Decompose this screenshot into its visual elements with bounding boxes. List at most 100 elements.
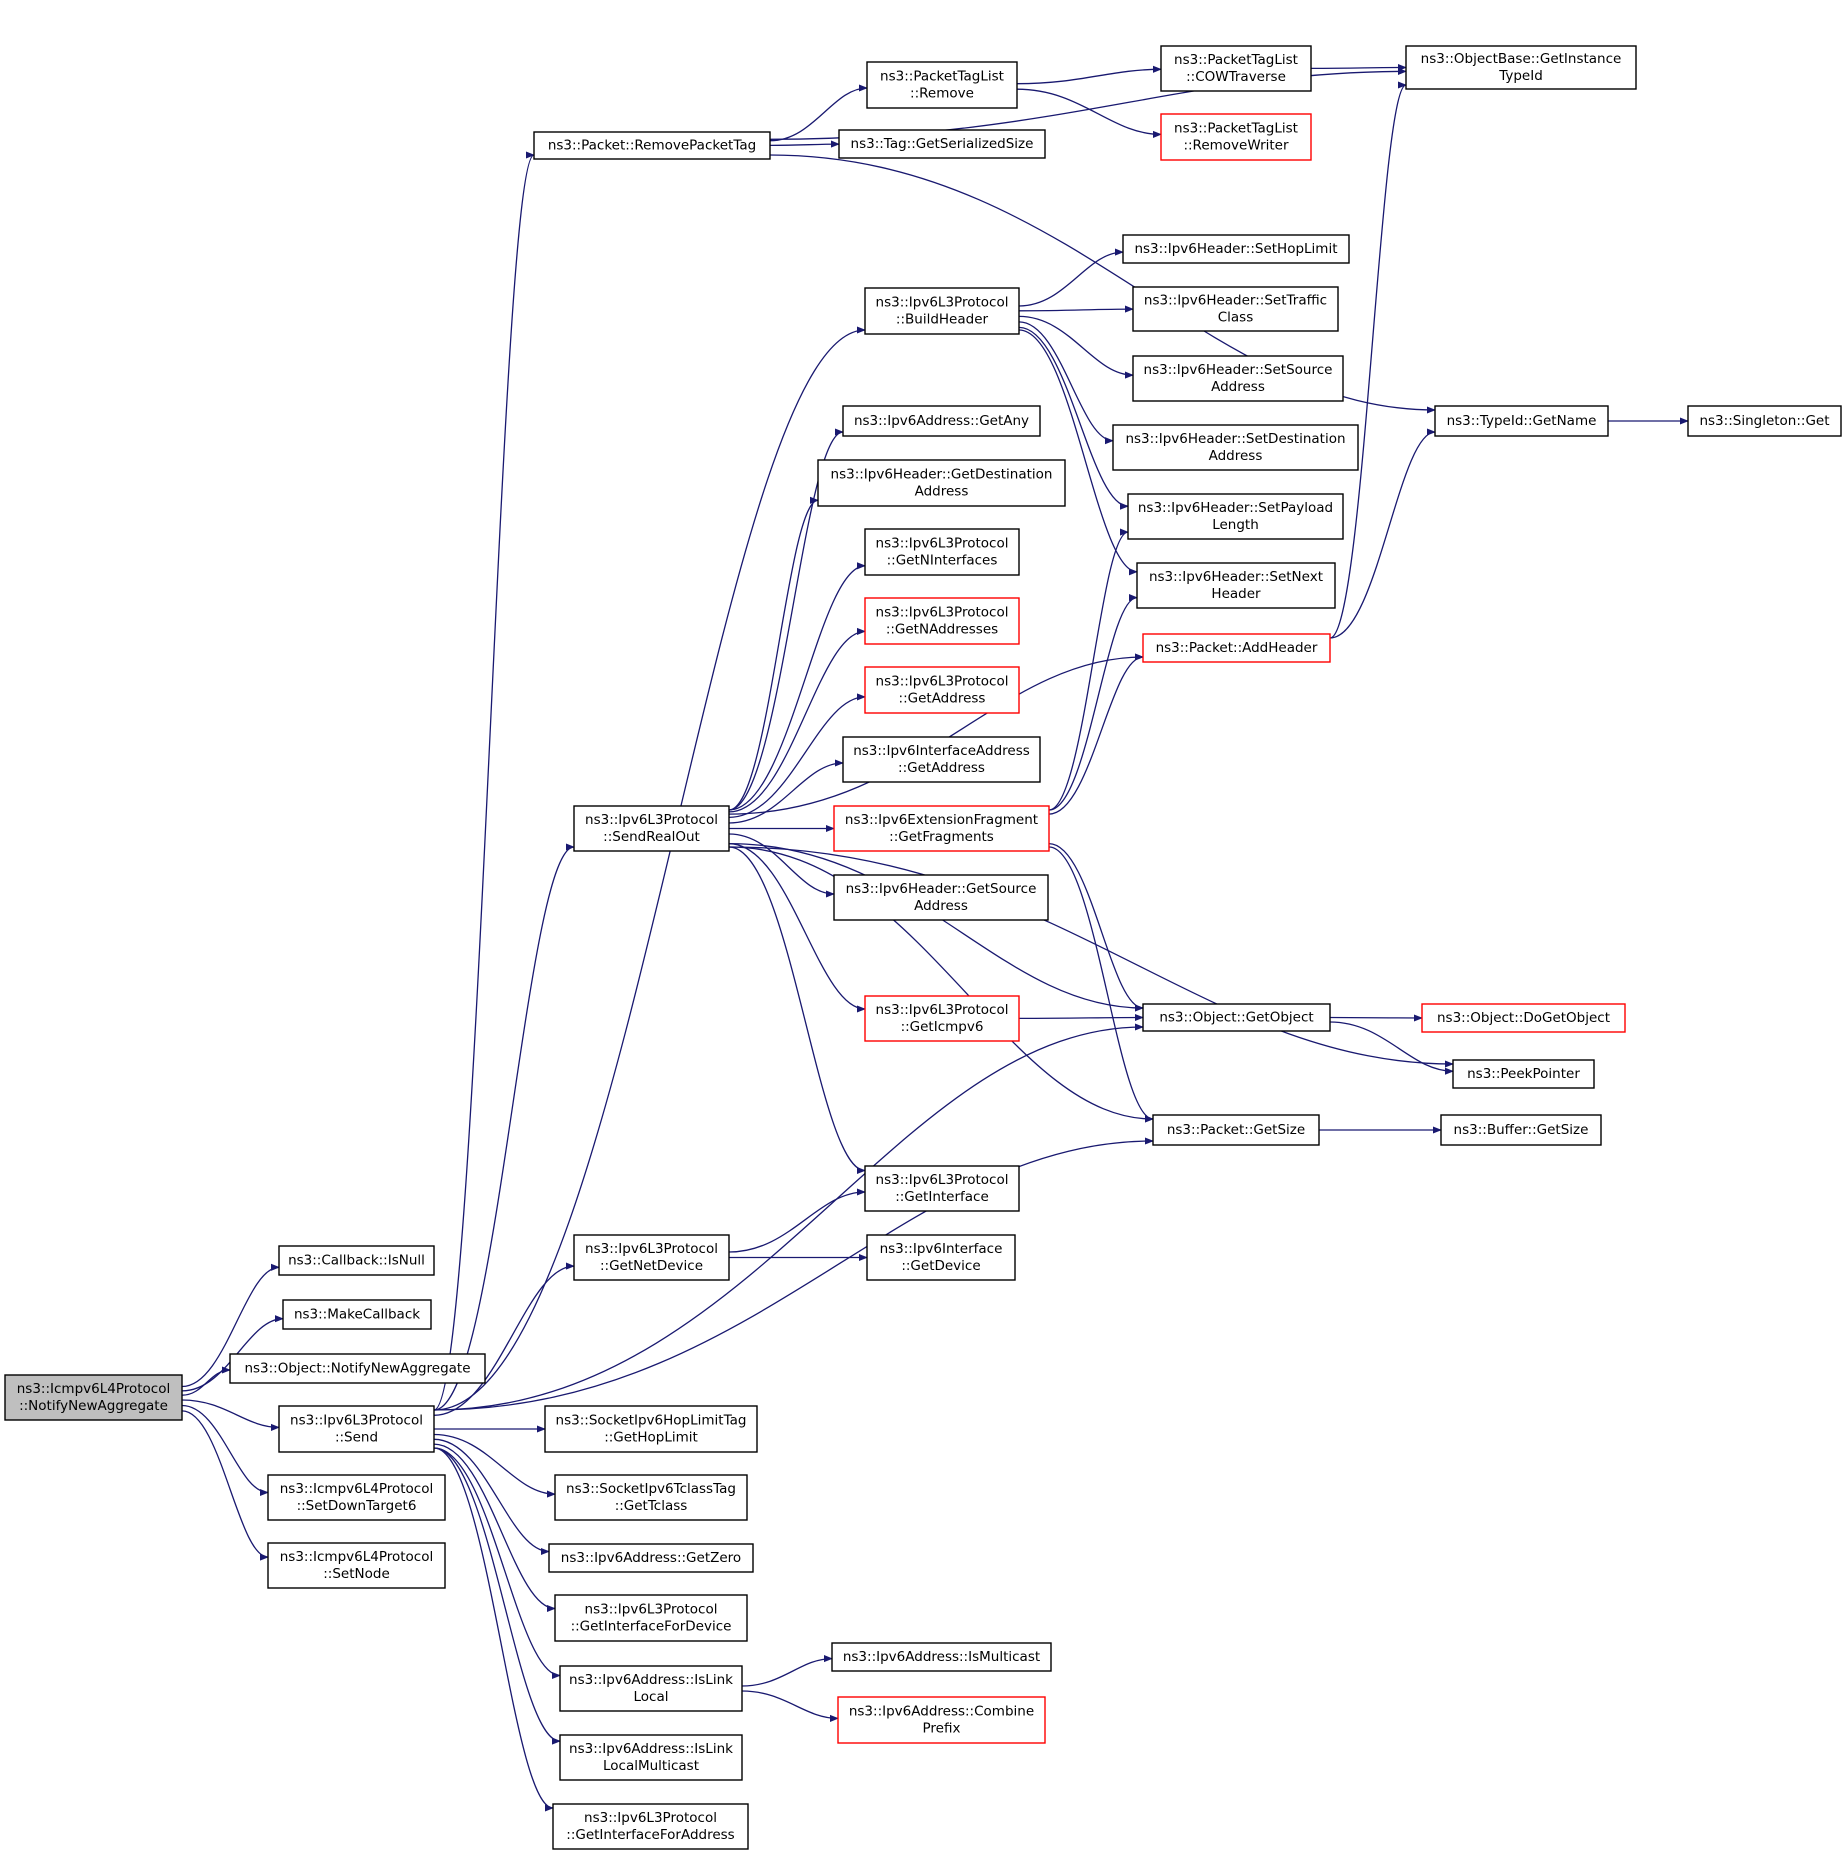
- node-label: Address: [1211, 379, 1265, 395]
- node-ptl-remove[interactable]: ns3::PacketTagList::Remove: [866, 61, 1018, 109]
- edge: [741, 1690, 839, 1722]
- node-box: [1160, 45, 1312, 92]
- node-box: [278, 1245, 435, 1276]
- node-label: ns3::PeekPointer: [1467, 1066, 1580, 1082]
- node-label: ::GetIcmpv6: [901, 1019, 984, 1035]
- node-l3-geticmpv6[interactable]: ns3::Ipv6L3Protocol::GetIcmpv6: [864, 995, 1020, 1042]
- edge-root-to-l3-send: [181, 1399, 280, 1431]
- node-box: [554, 1594, 748, 1642]
- node-l3-getnetdevice[interactable]: ns3::Ipv6L3Protocol::GetNetDevice: [573, 1234, 730, 1281]
- node-box: [864, 666, 1020, 714]
- node-label: ns3::Ipv6L3Protocol: [290, 1413, 423, 1429]
- node-label: ns3::Ipv6L3Protocol: [584, 1810, 717, 1826]
- node-label: ns3::Ipv6ExtensionFragment: [845, 812, 1038, 828]
- node-callback-isnull[interactable]: ns3::Callback::IsNull: [278, 1245, 435, 1276]
- edge-l3-buildheader-to-h-setpayload: [1018, 326, 1129, 510]
- node-hoplimittag[interactable]: ns3::SocketIpv6HopLimitTag::GetHopLimit: [544, 1405, 758, 1453]
- node-setdowntarget6[interactable]: ns3::Icmpv6L4Protocol::SetDownTarget6: [267, 1474, 446, 1521]
- node-l3-send[interactable]: ns3::Ipv6L3Protocol::Send: [278, 1405, 435, 1453]
- node-pkt-addheader[interactable]: ns3::Packet::AddHeader: [1142, 633, 1331, 663]
- node-l3-getiffordevice[interactable]: ns3::Ipv6L3Protocol::GetInterfaceForDevi…: [554, 1594, 748, 1642]
- node-ptl-cow[interactable]: ns3::PacketTagList::COWTraverse: [1160, 45, 1312, 92]
- node-ifaddr-getaddress[interactable]: ns3::Ipv6InterfaceAddress::GetAddress: [842, 736, 1041, 783]
- node-if-getdevice[interactable]: ns3::Ipv6Interface::GetDevice: [866, 1234, 1016, 1281]
- node-label: Address: [1209, 448, 1263, 464]
- edge-l3-sendrealout-to-ifaddr-getaddress: [728, 759, 844, 824]
- node-addr-ismulticast[interactable]: ns3::Ipv6Address::IsMulticast: [831, 1642, 1052, 1672]
- edge-extfrag-getfrags-to-pkt-addheader: [1048, 653, 1144, 815]
- node-l3-getnaddresses[interactable]: ns3::Ipv6L3Protocol::GetNAddresses: [864, 597, 1020, 645]
- node-l3-getaddress[interactable]: ns3::Ipv6L3Protocol::GetAddress: [864, 666, 1020, 714]
- edge: [728, 759, 844, 824]
- edge: [1016, 65, 1162, 85]
- edge: [433, 1438, 550, 1556]
- node-addr-getzero[interactable]: ns3::Ipv6Address::GetZero: [548, 1543, 754, 1573]
- node-l3-buildheader[interactable]: ns3::Ipv6L3Protocol::BuildHeader: [864, 287, 1020, 335]
- node-peekpointer[interactable]: ns3::PeekPointer: [1452, 1059, 1595, 1089]
- node-buf-getsize[interactable]: ns3::Buffer::GetSize: [1440, 1114, 1602, 1146]
- node-typeid-getname[interactable]: ns3::TypeId::GetName: [1434, 405, 1609, 437]
- node-l3-sendrealout[interactable]: ns3::Ipv6L3Protocol::SendRealOut: [573, 805, 730, 852]
- node-label: ns3::PacketTagList: [1174, 121, 1298, 137]
- node-ptl-removewriter[interactable]: ns3::PacketTagList::RemoveWriter: [1160, 113, 1312, 161]
- edge-removepackettag-to-tag-getsersize: [769, 140, 840, 148]
- node-h-sethoplimit[interactable]: ns3::Ipv6Header::SetHopLimit: [1122, 234, 1350, 264]
- node-pkt-getsize[interactable]: ns3::Packet::GetSize: [1152, 1114, 1320, 1146]
- node-label: ::GetDevice: [901, 1258, 980, 1274]
- node-label: Address: [915, 484, 969, 500]
- edge: [1018, 305, 1134, 313]
- edge: [728, 843, 866, 1013]
- node-extfrag-getfrags[interactable]: ns3::Ipv6ExtensionFragment::GetFragments: [833, 805, 1050, 852]
- node-l3-getifforaddress[interactable]: ns3::Ipv6L3Protocol::GetInterfaceForAddr…: [552, 1803, 749, 1850]
- edge: [1048, 528, 1129, 811]
- node-addr-getany[interactable]: ns3::Ipv6Address::GetAny: [842, 405, 1041, 437]
- node-box: [866, 61, 1018, 109]
- node-removepackettag[interactable]: ns3::Packet::RemovePacketTag: [533, 131, 771, 160]
- node-box: [552, 1803, 749, 1850]
- edge: [433, 326, 866, 1411]
- node-root[interactable]: ns3::Icmpv6L4Protocol::NotifyNewAggregat…: [4, 1374, 183, 1421]
- node-label: ns3::Tag::GetSerializedSize: [851, 136, 1034, 152]
- edge: [1048, 594, 1138, 811]
- node-l3-getninterfaces[interactable]: ns3::Ipv6L3Protocol::GetNInterfaces: [864, 528, 1020, 576]
- edge-l3-sendrealout-to-peekpointer: [728, 846, 1454, 1068]
- edge-l3-buildheader-to-h-setnext: [1018, 329, 1138, 576]
- edge-addr-islinklocal-to-addr-ismulticast: [741, 1655, 833, 1687]
- edge: [728, 562, 866, 811]
- node-box: [1405, 45, 1637, 90]
- node-label: ::GetHopLimit: [604, 1430, 698, 1446]
- edge-pkt-addheader-to-objbase-gitid: [1329, 81, 1407, 639]
- node-singleton-get[interactable]: ns3::Singleton::Get: [1687, 405, 1842, 437]
- edge: [1018, 315, 1134, 379]
- node-label: ns3::Ipv6Header::SetPayload: [1138, 500, 1333, 516]
- edge-root-to-setnode: [181, 1410, 269, 1561]
- node-tclasstag[interactable]: ns3::SocketIpv6TclassTag::GetTclass: [554, 1474, 748, 1521]
- edge: [1048, 842, 1144, 1012]
- node-box: [278, 1405, 435, 1453]
- node-label: ns3::Ipv6Header::SetDestination: [1125, 431, 1345, 447]
- node-l3-getinterface[interactable]: ns3::Ipv6L3Protocol::GetInterface: [864, 1165, 1020, 1212]
- node-obj-dogetobject[interactable]: ns3::Object::DoGetObject: [1421, 1003, 1626, 1033]
- node-obj-getobject[interactable]: ns3::Object::GetObject: [1142, 1003, 1331, 1032]
- edge-ptl-cow-to-objbase-gitid: [1310, 63, 1407, 72]
- node-box: [1440, 1114, 1602, 1146]
- node-label: ns3::Ipv6Address::Combine: [849, 1704, 1034, 1720]
- node-box: [1122, 234, 1350, 264]
- node-makecallback[interactable]: ns3::MakeCallback: [282, 1299, 432, 1330]
- node-tag-getsersize[interactable]: ns3::Tag::GetSerializedSize: [838, 129, 1046, 159]
- node-label: Local: [634, 1689, 669, 1705]
- node-setnode[interactable]: ns3::Icmpv6L4Protocol::SetNode: [267, 1542, 446, 1589]
- node-obj-notify[interactable]: ns3::Object::NotifyNewAggregate: [229, 1353, 486, 1384]
- edge-pkt-addheader-to-typeid-getname: [1329, 428, 1436, 639]
